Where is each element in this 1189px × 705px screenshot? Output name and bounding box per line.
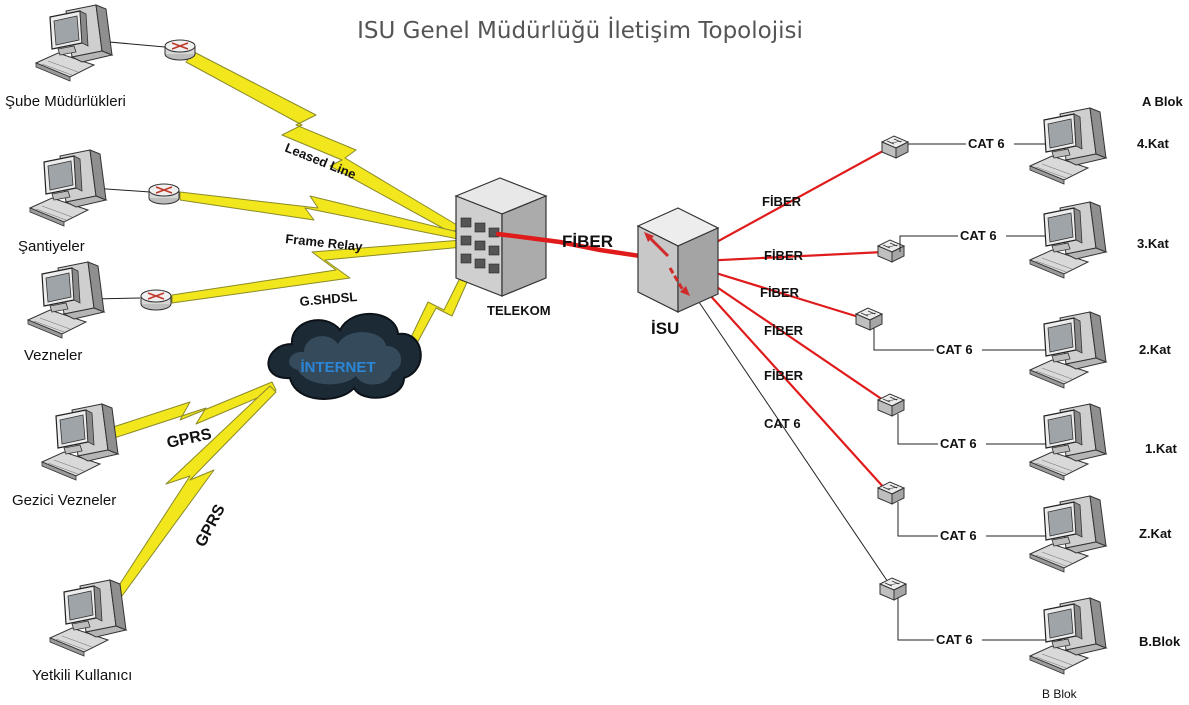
label-gezici: Gezici Vezneler: [12, 492, 116, 509]
label-fiber-1kat: FİBER: [764, 323, 804, 338]
label-fiber-3kat: FİBER: [764, 248, 804, 263]
label-cat6-4kat: CAT 6: [968, 136, 1005, 151]
label-internet: İNTERNET: [301, 359, 376, 376]
pc-santiye-icon: [29, 149, 107, 227]
label-isu: İSU: [651, 319, 679, 338]
internet-cloud-icon: [267, 313, 422, 400]
pc-gezici-icon: [41, 403, 119, 481]
label-telekom: TELEKOM: [487, 303, 551, 318]
label-2kat: 2.Kat: [1139, 342, 1171, 357]
label-1kat: 1.Kat: [1145, 441, 1177, 456]
label-bblok: B.Blok: [1139, 634, 1181, 649]
pc-yetkili-icon: [49, 579, 127, 657]
label-cat6-3kat: CAT 6: [960, 228, 997, 243]
pc-3kat-icon: [1029, 201, 1107, 279]
label-cat6-zkat: CAT 6: [940, 528, 977, 543]
label-a-blok: A Blok: [1142, 94, 1183, 109]
pc-vezne-icon: [27, 261, 105, 339]
pc-bblok-icon: [1029, 597, 1107, 675]
cat6-1kat: [897, 414, 1062, 445]
cat6-bblok-diagonal: [675, 267, 893, 589]
label-zkat: Z.Kat: [1139, 526, 1172, 541]
label-cat6-diagonal: CAT 6: [764, 416, 801, 431]
label-fiber-2kat: FİBER: [760, 285, 800, 300]
router-santiye-icon: [148, 183, 180, 205]
label-main-fiber: FİBER: [562, 232, 613, 251]
label-gprs-2: GPRS: [193, 502, 229, 550]
cat6-3kat: [899, 235, 1062, 252]
label-sube: Şube Müdürlükleri: [5, 93, 126, 110]
label-yetkili: Yetkili Kullanıcı: [32, 667, 132, 684]
label-vezne: Vezneler: [24, 347, 82, 364]
label-cat6-bblok: CAT 6: [936, 632, 973, 647]
telekom-building-icon: [454, 177, 548, 297]
cat6-zkat: [897, 502, 1062, 537]
fiber-zkat: [678, 260, 888, 492]
router-sube-icon: [164, 39, 196, 61]
label-fiber-4kat: FİBER: [762, 194, 802, 209]
label-cat6-1kat: CAT 6: [940, 436, 977, 451]
gprs-bolt-1: [103, 381, 277, 441]
label-cat6-2kat: CAT 6: [936, 342, 973, 357]
isu-switch-icon: [636, 207, 720, 313]
switch-4kat-icon: [881, 135, 909, 159]
cat6-bblok: [897, 598, 1062, 641]
label-fiber-zkat: FİBER: [764, 368, 804, 383]
label-bblok-caption: B Blok: [1042, 687, 1078, 701]
switch-1kat-icon: [877, 393, 905, 417]
pc-sube-icon: [35, 4, 113, 82]
pc-zkat-icon: [1029, 495, 1107, 573]
label-4kat: 4.Kat: [1137, 136, 1169, 151]
diagram-title: ISU Genel Müdürlüğü İletişim Topolojisi: [357, 16, 803, 44]
pc-4kat-icon: [1029, 107, 1107, 185]
switch-2kat-icon: [855, 307, 883, 331]
cat6-2kat: [873, 328, 1060, 351]
pc-1kat-icon: [1029, 403, 1107, 481]
switch-bblok-icon: [879, 577, 907, 601]
label-gshdsl: G.SHDSL: [299, 289, 358, 309]
gprs-bolt-2: [115, 385, 277, 597]
router-vezne-icon: [140, 289, 172, 311]
label-3kat: 3.Kat: [1137, 236, 1169, 251]
label-santiye: Şantiyeler: [18, 238, 85, 255]
